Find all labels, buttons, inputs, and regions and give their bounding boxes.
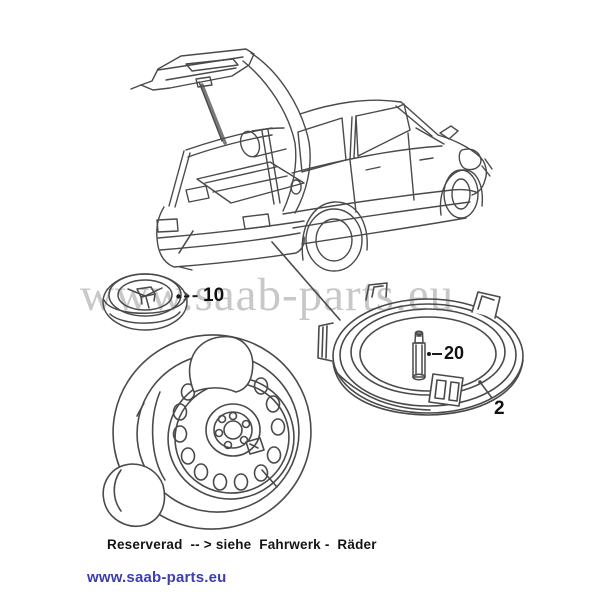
diagram-caption: Reserverad -- > siehe Fahrwerk - Räder [107,537,377,552]
part-label-10: 10 [203,285,225,306]
valve-stud-illustration [412,330,426,381]
car-illustration [130,48,493,272]
wheel-well-ring-illustration [317,282,524,416]
pointer-line-left [178,230,194,254]
pointer-part10 [176,294,202,299]
part-label-20: 20 [444,343,465,363]
pointer-part2 [478,380,493,399]
retainer-knob-illustration [102,273,190,331]
footer-website-link[interactable]: www.saab-parts.eu [87,569,227,586]
pointer-line-right [271,241,341,321]
part-label-2: 2 [494,398,505,419]
pointer-part20 [427,352,442,356]
spare-wheel-illustration [102,334,312,530]
